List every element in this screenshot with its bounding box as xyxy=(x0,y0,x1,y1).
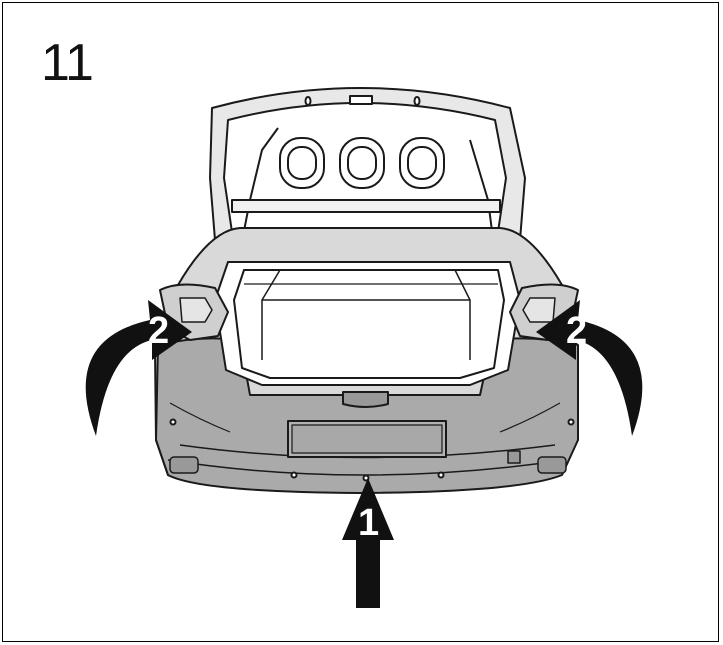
lid-recess-right xyxy=(399,137,445,189)
step-number: 11 xyxy=(41,34,94,92)
arrow-curve-left: 2 xyxy=(85,300,192,436)
trunk-cargo-area xyxy=(214,261,521,386)
lid-recess-center xyxy=(339,137,385,189)
lid-recess-left xyxy=(279,137,325,189)
arrow-lift-up: 1 xyxy=(342,478,394,608)
arrow-curve-right: 2 xyxy=(536,300,643,436)
arrow-left-label: 2 xyxy=(148,310,169,352)
arrow-lift-label: 1 xyxy=(358,502,379,544)
arrow-right-label: 2 xyxy=(566,310,587,352)
